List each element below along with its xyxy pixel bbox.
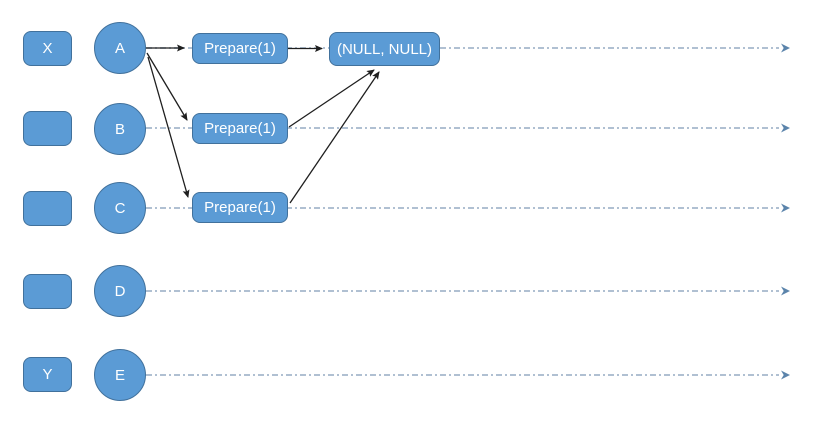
node-circle-e: E [94,349,146,401]
timeline-arrowhead-icon [781,203,790,213]
timeline-arrowhead-icon [781,286,790,296]
node-circle-c: C [94,182,146,234]
arrow-a-to-prepare-b [146,52,188,121]
event-box-prepare-a: Prepare(1) [192,33,288,64]
queue-box-x: X [23,31,72,66]
node-circle-b: B [94,103,146,155]
event-box-null-null: (NULL, NULL) [329,32,440,66]
event-box-prepare-b: Prepare(1) [192,113,288,144]
arrow-prepare-b-to-null [288,69,375,128]
timeline-arrowhead-icon [781,123,790,133]
node-circle-a: A [94,22,146,74]
event-box-prepare-c: Prepare(1) [192,192,288,223]
timeline-arrowhead-icon [781,43,790,53]
timeline-arrowhead-icon [781,370,790,380]
arrow-a-to-prepare-c [147,56,190,198]
arrow-prepare-c-to-null [289,71,380,204]
queue-box-b [23,111,72,146]
queue-box-y: Y [23,357,72,392]
queue-box-c [23,191,72,226]
node-circle-d: D [94,265,146,317]
queue-box-d [23,274,72,309]
